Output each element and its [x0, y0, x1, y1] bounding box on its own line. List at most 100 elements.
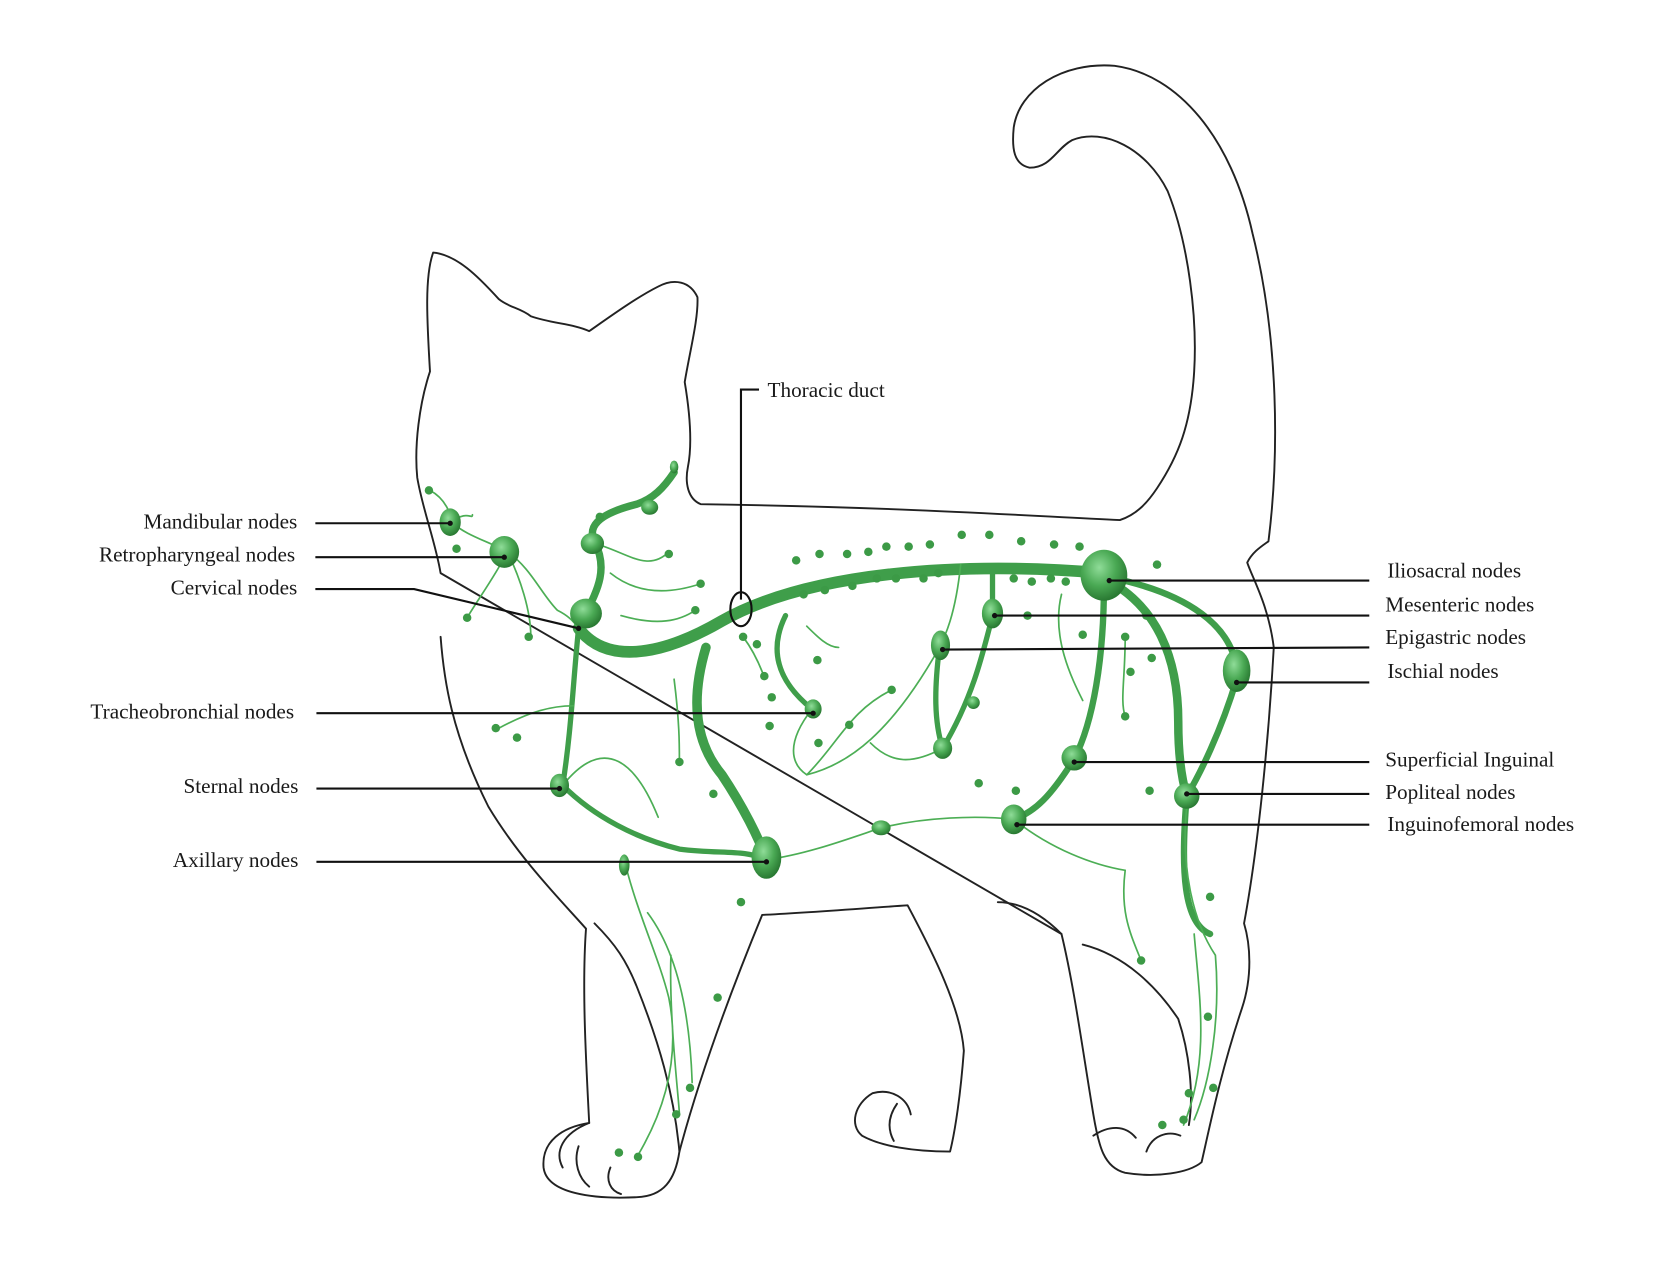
- lymph-terminal-dot-icon: [664, 549, 674, 559]
- lymph-terminal-dot-icon: [1184, 1088, 1194, 1098]
- lymph-terminal-dot-icon: [815, 549, 824, 559]
- lymph-terminal-dot-icon: [974, 779, 983, 788]
- label-sternal-nodes: Sternal nodes: [183, 774, 298, 798]
- front-leg-node-icon: [618, 854, 630, 876]
- lymph-terminal-dot-icon: [709, 789, 718, 799]
- sternal-node-icon: [549, 773, 570, 798]
- lymph-terminal-dot-icon: [595, 512, 605, 522]
- lymph-terminal-dot-icon: [671, 1110, 681, 1119]
- lymph-terminal-dot-icon: [424, 486, 434, 495]
- lymph-terminal-dot-icon: [887, 685, 896, 695]
- lymph-terminal-dot-icon: [919, 574, 928, 583]
- hind-leg-outline: [996, 901, 1192, 1153]
- lymph-terminal-dot-icon: [1016, 537, 1026, 546]
- cervical-node-small-icon: [641, 499, 659, 515]
- leader-axillary-endpoint: [763, 859, 770, 865]
- lymph-terminal-dot-icon: [1147, 653, 1156, 663]
- lymph-terminal-dot-icon: [891, 574, 901, 583]
- lymph-terminal-dot-icon: [848, 581, 857, 591]
- mesenteric-node-lower-icon: [933, 737, 953, 759]
- lymph-terminal-dot-icon: [1078, 630, 1087, 639]
- lymph-terminal-dot-icon: [1061, 577, 1070, 586]
- leader-cervical: [315, 587, 579, 630]
- lymph-terminal-dot-icon: [1011, 786, 1021, 795]
- label-axillary-nodes: Axillary nodes: [173, 848, 299, 872]
- lymph-terminal-dot-icon: [1126, 667, 1135, 677]
- lymph-terminal-dot-icon: [691, 606, 700, 615]
- lymph-terminal-dot-icon: [904, 542, 913, 551]
- cat-body-outline: [415, 64, 1277, 1199]
- leader-sternal-endpoint: [556, 785, 563, 792]
- lymph-terminal-dot-icon: [844, 720, 854, 730]
- lymph-terminal-dot-icon: [738, 632, 748, 642]
- label-tracheobronchial-nodes: Tracheobronchial nodes: [90, 700, 294, 724]
- front-leg-vessel: [623, 858, 693, 1158]
- lymph-terminal-dot-icon: [767, 693, 776, 702]
- lymph-terminal-dot-icon: [1049, 540, 1059, 549]
- front-paw-outline: [558, 1121, 622, 1195]
- ischial-node-icon: [1222, 649, 1251, 693]
- iliosacral-node-icon: [1080, 549, 1128, 601]
- epigastric-node-icon: [930, 630, 951, 661]
- lymph-terminal-dot-icon: [1075, 542, 1084, 551]
- lymph-terminal-dot-icon: [760, 671, 769, 681]
- label-thoracic-duct: Thoracic duct: [768, 378, 885, 402]
- lymph-terminal-dot-icon: [1027, 577, 1037, 586]
- label-cervical-nodes: Cervical nodes: [171, 575, 298, 599]
- hind-vessel-2: [1111, 575, 1240, 672]
- tracheobronchial-vessel: [774, 612, 815, 712]
- lymph-terminal-dot-icon: [814, 738, 823, 748]
- lymph-terminal-dot-icon: [925, 540, 935, 549]
- lymph-terminal-dot-icon: [696, 579, 705, 588]
- ventral-node-icon: [871, 820, 891, 836]
- lymph-terminal-dot-icon: [1009, 574, 1018, 583]
- label-ischial-nodes: Ischial nodes: [1387, 659, 1498, 683]
- hind-leg-vessel: [1122, 805, 1218, 1126]
- lymph-terminal-dot-icon: [864, 547, 873, 557]
- label-iliosacral-nodes: Iliosacral nodes: [1387, 558, 1521, 582]
- label-inguinofemoral-nodes: Inguinofemoral nodes: [1387, 812, 1574, 836]
- lymph-terminal-dot-icon: [1209, 1083, 1218, 1093]
- lymph-terminal-dot-icon: [1203, 1012, 1213, 1022]
- leader-iliosacral-endpoint: [1106, 577, 1112, 584]
- lymph-terminal-dot-icon: [462, 613, 472, 622]
- thoracic-duct-marker-icon: [729, 591, 753, 628]
- leader-popliteal-endpoint: [1184, 791, 1190, 797]
- lymph-terminal-dot-icon: [752, 640, 762, 649]
- lymph-terminal-dot-icon: [524, 632, 533, 642]
- label-retropharyngeal-nodes: Retropharyngeal nodes: [99, 542, 295, 566]
- lymph-terminal-dot-icon: [799, 590, 808, 599]
- lymph-terminal-dot-icon: [1179, 1115, 1188, 1124]
- lymph-terminal-dot-icon: [713, 993, 722, 1002]
- leader-superficial-inguinal-endpoint: [1071, 759, 1077, 765]
- thoracic-duct-vessel: [572, 562, 1110, 658]
- lymph-terminal-dot-icon: [736, 897, 746, 907]
- lymph-terminal-dot-icon: [614, 1148, 624, 1157]
- hind-vessel-1: [1099, 574, 1191, 801]
- lymph-nodes: [424, 460, 1251, 1162]
- lymph-terminal-dot-icon: [1152, 560, 1162, 569]
- lymph-terminal-dot-icon: [791, 556, 801, 565]
- axillary-node-icon: [751, 836, 782, 879]
- cervical-node-upper-icon: [580, 532, 605, 555]
- lymph-terminal-dot-icon: [491, 723, 501, 733]
- mesenteric-node-mid-icon: [967, 696, 980, 709]
- lymph-terminal-dot-icon: [820, 585, 830, 595]
- sternal-vessel: [560, 625, 770, 863]
- head-vessels: [429, 489, 702, 638]
- lymph-terminal-dot-icon: [452, 544, 461, 553]
- lymph-terminal-dot-icon: [934, 568, 943, 578]
- lymph-terminal-dot-icon: [882, 542, 891, 551]
- cat-outline: [415, 64, 1277, 1199]
- leader-mesenteric-endpoint: [991, 612, 998, 619]
- leader-epigastric: [942, 646, 1370, 651]
- leader-mandibular-endpoint: [447, 520, 453, 526]
- lymph-vessels: [429, 468, 1240, 1158]
- axillary-vessel: [692, 642, 772, 865]
- cervical-trunk-vessel: [574, 468, 678, 633]
- lymph-terminal-dot-icon: [1145, 786, 1154, 795]
- lymph-terminal-dot-icon: [675, 757, 684, 767]
- leader-thoracic-duct: [739, 388, 760, 600]
